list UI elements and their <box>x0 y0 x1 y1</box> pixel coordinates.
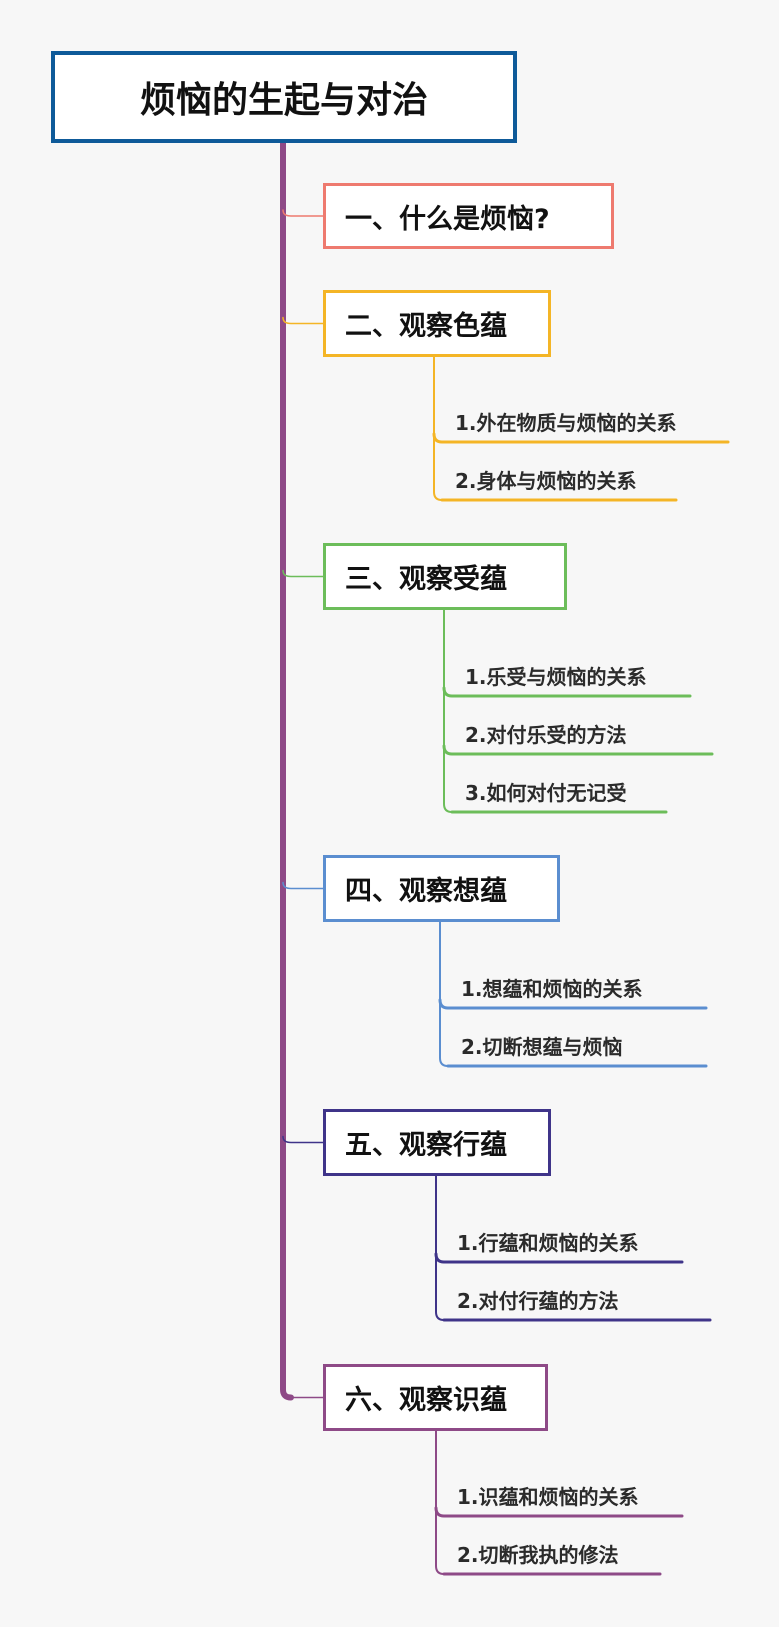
sub-topic[interactable]: 1.外在物质与烦恼的关系 <box>455 411 677 435</box>
root-title: 烦恼的生起与对治 <box>139 80 428 121</box>
sub-topic[interactable]: 1.识蕴和烦恼的关系 <box>457 1485 639 1509</box>
root-topic[interactable]: 烦恼的生起与对治 <box>51 51 517 143</box>
section-topic[interactable]: 一、什么是烦恼? <box>323 183 614 249</box>
sub-underline <box>438 998 708 1010</box>
sub-vertical-line <box>435 1430 445 1575</box>
sub-topic[interactable]: 1.行蕴和烦恼的关系 <box>457 1231 639 1255</box>
branch-connector <box>282 316 324 325</box>
sub-underline <box>442 744 714 756</box>
sub-topic[interactable]: 2.切断我执的修法 <box>457 1543 619 1567</box>
branch-connector <box>282 881 324 890</box>
section-topic[interactable]: 五、观察行蕴 <box>323 1109 551 1176</box>
section-topic[interactable]: 四、观察想蕴 <box>323 855 560 922</box>
section-topic[interactable]: 二、观察色蕴 <box>323 290 551 357</box>
section-label: 六、观察识蕴 <box>345 1385 507 1416</box>
sub-topic[interactable]: 1.乐受与烦恼的关系 <box>465 665 647 689</box>
section-label: 一、什么是烦恼? <box>345 203 550 235</box>
sub-topic[interactable]: 2.身体与烦恼的关系 <box>455 469 637 493</box>
branch-connector <box>282 209 324 217</box>
sub-vertical-line <box>435 1175 445 1321</box>
sub-vertical-line <box>443 609 453 813</box>
sub-topic[interactable]: 3.如何对付无记受 <box>465 781 627 805</box>
sub-underline <box>434 1252 684 1264</box>
sub-underline <box>434 1506 684 1518</box>
sub-underline <box>442 686 692 698</box>
sub-topic[interactable]: 2.对付乐受的方法 <box>465 723 627 747</box>
sub-underline <box>432 432 730 444</box>
section-topic[interactable]: 三、观察受蕴 <box>323 543 567 610</box>
branch-connector <box>282 569 324 578</box>
section-label: 四、观察想蕴 <box>345 876 507 907</box>
sub-topic[interactable]: 1.想蕴和烦恼的关系 <box>461 977 643 1001</box>
branch-connector <box>282 1135 324 1144</box>
sub-vertical-line <box>433 356 443 501</box>
section-label: 三、观察受蕴 <box>345 564 507 595</box>
section-label: 五、观察行蕴 <box>345 1130 507 1161</box>
sub-topic[interactable]: 2.对付行蕴的方法 <box>457 1289 619 1313</box>
trunk-line <box>280 140 294 1401</box>
section-topic[interactable]: 六、观察识蕴 <box>323 1364 548 1431</box>
sub-vertical-line <box>439 921 449 1067</box>
section-label: 二、观察色蕴 <box>345 311 507 342</box>
sub-topic[interactable]: 2.切断想蕴与烦恼 <box>461 1035 623 1059</box>
